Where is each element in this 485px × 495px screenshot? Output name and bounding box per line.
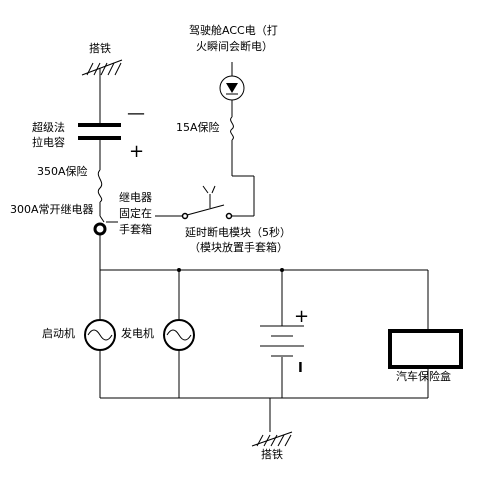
fuse-15-label: 15A保险 xyxy=(176,120,220,134)
fuse-350-label: 350A保险 xyxy=(37,164,88,178)
ground-bottom-label: 搭铁 xyxy=(261,448,283,461)
generator-label: 发电机 xyxy=(121,326,154,340)
led-icon xyxy=(219,75,245,101)
acc-to-switch-wire xyxy=(231,140,255,217)
battery-minus-sign: I xyxy=(298,361,303,376)
relay-note-line2: 固定在 xyxy=(119,206,152,220)
generator-ac-source-icon xyxy=(163,319,195,351)
capacitor-label-line1: 超级法 xyxy=(32,120,65,134)
junction-dot xyxy=(280,268,284,272)
ground-top-icon xyxy=(81,59,123,76)
junction-dot xyxy=(177,268,181,272)
capacitor-icon xyxy=(78,123,121,140)
delay-module-label-line1: 延时断电模块（5秒） xyxy=(185,225,291,239)
relay-coil-icon xyxy=(93,215,107,246)
capacitor-plus-sign: + xyxy=(129,141,144,162)
fuse-15-icon xyxy=(230,116,234,141)
fuse-box-label: 汽车保险盒 xyxy=(396,369,451,383)
ground-top-label: 搭铁 xyxy=(89,42,111,55)
starter-label: 启动机 xyxy=(42,326,75,340)
relay-300-label: 300A常开继电器 xyxy=(10,203,94,216)
ground-bottom-icon xyxy=(251,431,293,447)
capacitor-label-line2: 拉电容 xyxy=(32,135,65,149)
acc-label-line2: 火瞬间会断电） xyxy=(196,39,273,53)
bus-wires xyxy=(99,269,429,432)
battery-icon xyxy=(260,325,304,357)
relay-note-line3: 手套箱 xyxy=(119,222,152,236)
capacitor-minus-sign: — xyxy=(127,103,145,124)
relay-note-line1: 继电器 xyxy=(119,191,152,204)
switch-icon xyxy=(181,185,233,220)
fuse-350-icon xyxy=(97,169,103,203)
starter-ac-source-icon xyxy=(84,319,116,351)
delay-module-label-line2: （模块放置手套箱） xyxy=(189,240,288,254)
acc-label-line1: 驾驶舱ACC电（打 xyxy=(189,23,278,37)
fuse-box-icon xyxy=(388,329,463,369)
battery-plus-sign: + xyxy=(294,306,309,327)
